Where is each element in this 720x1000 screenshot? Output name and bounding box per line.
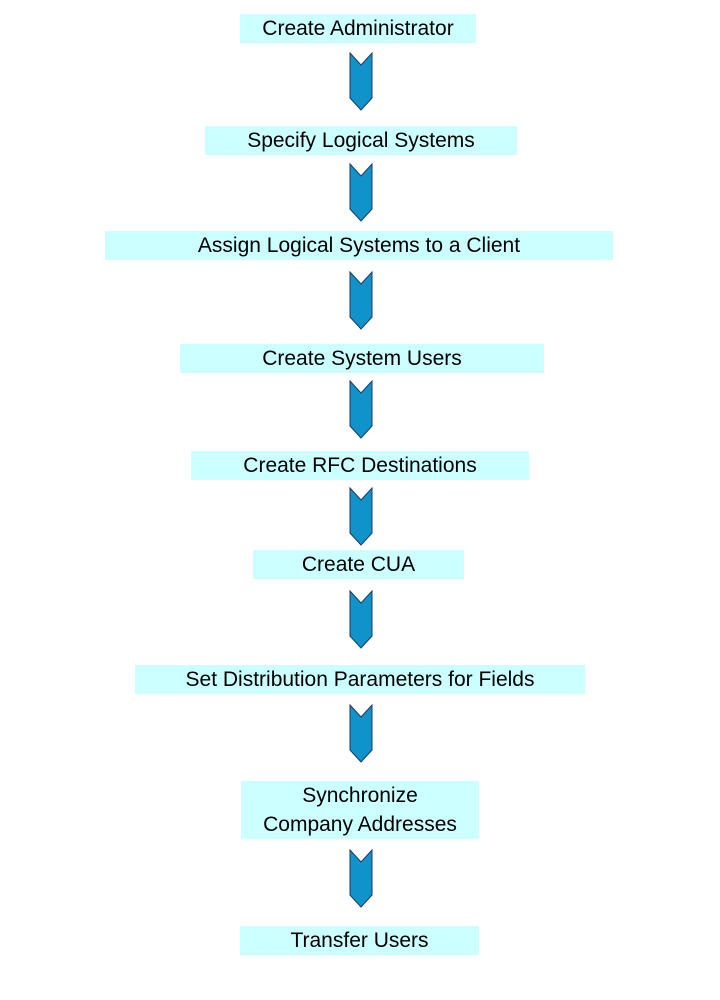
chevron-down-arrow-icon	[349, 703, 373, 764]
step-label: Create CUA	[301, 553, 416, 576]
step-create-cua: Create CUA	[253, 550, 464, 579]
step-create-rfc-destinations: Create RFC Destinations	[191, 451, 529, 480]
step-label-line-1: Synchronize	[302, 784, 418, 807]
chevron-down-arrow-icon	[349, 162, 373, 223]
step-label: Specify Logical Systems	[247, 129, 475, 152]
step-label: Transfer Users	[290, 929, 429, 952]
step-label: Assign Logical Systems to a Client	[197, 234, 521, 257]
step-assign-logical-systems: Assign Logical Systems to a Client	[105, 231, 613, 260]
step-set-distribution-parameters: Set Distribution Parameters for Fields	[135, 665, 585, 694]
chevron-down-arrow-icon	[349, 589, 373, 650]
chevron-down-arrow-icon	[349, 379, 373, 440]
step-create-system-users: Create System Users	[180, 344, 544, 373]
step-label-line-2: Company Addresses	[263, 813, 457, 836]
step-label: Set Distribution Parameters for Fields	[185, 668, 535, 691]
chevron-down-arrow-icon	[349, 270, 373, 331]
step-label: Create Administrator	[262, 17, 454, 40]
chevron-down-arrow-icon	[349, 486, 373, 547]
step-label: Create RFC Destinations	[243, 454, 477, 477]
chevron-down-arrow-icon	[349, 848, 373, 909]
step-synchronize-company-addresses: Synchronize Company Addresses	[241, 781, 479, 839]
step-create-administrator: Create Administrator	[240, 14, 476, 43]
chevron-down-arrow-icon	[349, 51, 373, 112]
step-label: Create System Users	[262, 347, 462, 370]
step-transfer-users: Transfer Users	[240, 926, 479, 955]
step-specify-logical-systems: Specify Logical Systems	[205, 126, 517, 155]
